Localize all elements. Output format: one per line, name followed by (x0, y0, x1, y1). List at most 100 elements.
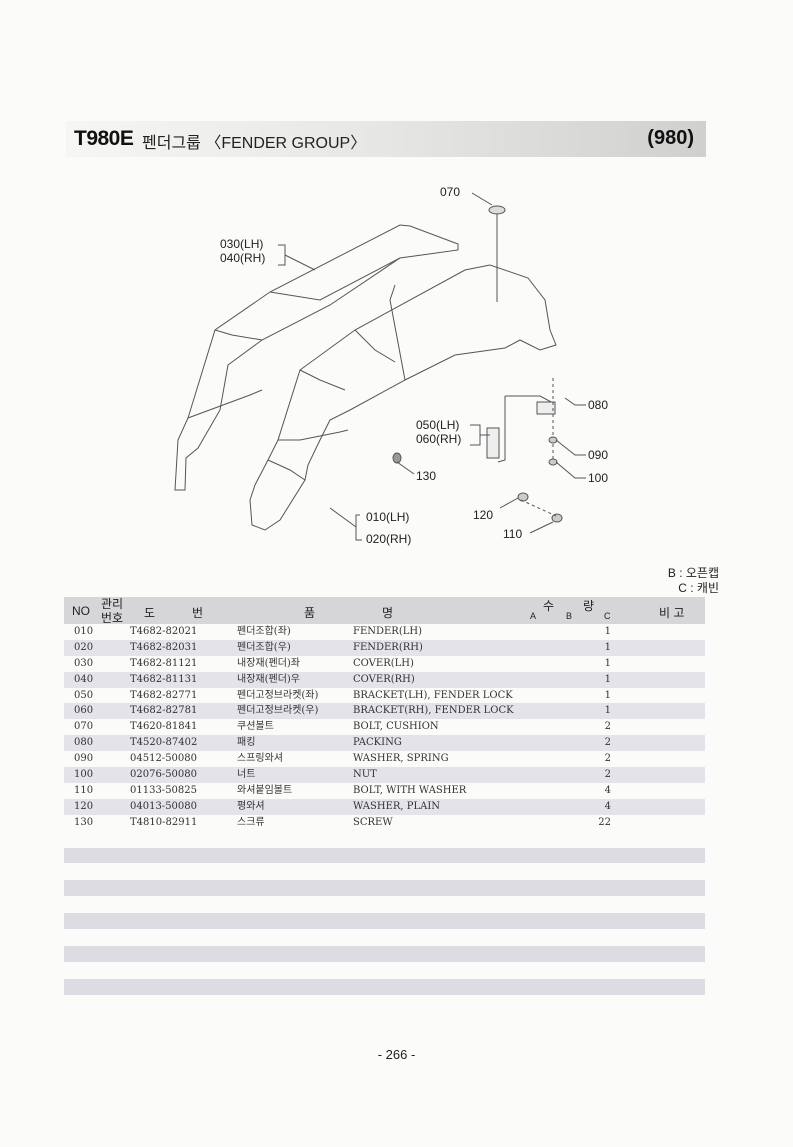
col-name-2: 명 (382, 606, 394, 620)
cell-korean-name: 너트 (237, 769, 256, 781)
cell-english-name: BOLT, CUSHION (353, 721, 439, 733)
cell-qty-c: 1 (604, 673, 611, 685)
cell-part-number: T4682-82021 (130, 626, 198, 637)
cell-qty-c: 4 (604, 800, 611, 812)
col-qty-1: 수 (543, 599, 555, 613)
empty-row (64, 946, 705, 963)
cell-korean-name: 펜더조합(우) (237, 641, 291, 653)
section-header: T980E 펜더그룹 〈FENDER GROUP〉 (980) (66, 121, 706, 157)
cell-english-name: FENDER(RH) (353, 641, 423, 653)
cell-korean-name: 펜더고정브라켓(우) (237, 705, 319, 717)
callout-130: 130 (416, 469, 436, 483)
col-qty-c: C (604, 611, 611, 621)
cell-korean-name: 펜더고정브라켓(좌) (237, 689, 319, 701)
table-row: 060 T4682-82781 펜더고정브라켓(우) BRACKET(RH), FEN… (64, 703, 705, 720)
cell-korean-name: 스프링와셔 (237, 753, 283, 765)
callout-010: 010(LH) (366, 510, 409, 524)
cell-no: 110 (74, 784, 94, 796)
cell-korean-name: 와셔붙임볼트 (237, 784, 293, 796)
cell-korean-name: 평와셔 (237, 800, 265, 812)
bracket-and-hardware (278, 192, 586, 541)
fender-lh-outline (174, 224, 459, 491)
cell-part-number: T4520-87402 (130, 737, 198, 749)
col-qty-2: 량 (583, 599, 595, 613)
cell-english-name: COVER(RH) (353, 673, 415, 685)
cell-no: 050 (74, 689, 94, 701)
cell-no: 010 (74, 626, 94, 637)
fender-rh-outline (249, 264, 557, 531)
cell-english-name: PACKING (353, 737, 402, 749)
cell-part-number: 02076-50080 (130, 769, 198, 781)
cell-no: 020 (74, 641, 94, 653)
cell-no: 060 (74, 705, 94, 717)
cell-no: 100 (74, 769, 94, 781)
col-dwg-1: 도 (144, 606, 156, 620)
cell-qty-c: 1 (604, 626, 611, 637)
cell-korean-name: 내장재(펜더)좌 (237, 657, 301, 669)
empty-row (64, 979, 705, 996)
table-header: NO 관리 번호 도 번 품 명 수 량 A B C 비 고 (64, 597, 705, 625)
col-no: NO (72, 604, 90, 618)
col-qty-a: A (530, 611, 537, 621)
cell-part-number: 04512-50080 (130, 753, 198, 765)
cell-english-name: NUT (353, 769, 377, 781)
group-code: (980) (647, 127, 694, 149)
callout-080: 080 (588, 398, 608, 412)
cell-korean-name: 스크류 (237, 816, 265, 828)
table-row: 100 02076-50080 너트 NUT 2 (64, 767, 705, 783)
callout-030: 030(LH) (220, 237, 263, 251)
cell-no: 030 (74, 657, 94, 669)
table-row: 030 T4682-81121 내장재(펜더)좌 COVER(LH) 1 (64, 656, 705, 672)
cell-part-number: T4682-82781 (130, 705, 198, 717)
cell-korean-name: 쿠션볼트 (237, 721, 274, 733)
callout-040: 040(RH) (220, 251, 265, 265)
col-dwg-2: 번 (192, 606, 204, 620)
cell-no: 080 (74, 737, 94, 749)
cell-part-number: T4682-81121 (130, 657, 198, 669)
cell-korean-name: 펜더조합(좌) (237, 626, 291, 637)
cell-english-name: BRACKET(RH), FENDER LOCK (353, 705, 514, 717)
legend-b: B : 오픈캡 (667, 566, 719, 580)
cell-qty-c: 2 (604, 737, 611, 749)
cell-qty-c: 2 (604, 753, 611, 765)
legend-c: C : 캐빈 (678, 581, 719, 595)
cell-english-name: COVER(LH) (353, 657, 414, 669)
callout-110: 110 (503, 527, 522, 541)
cell-qty-c: 1 (604, 641, 611, 653)
col-remark: 비 고 (659, 606, 685, 620)
col-name-1: 품 (304, 606, 316, 620)
col-qty-b: B (566, 611, 573, 621)
empty-row (64, 880, 705, 897)
callout-100: 100 (588, 471, 608, 485)
callout-090: 090 (588, 448, 608, 462)
cell-english-name: BOLT, WITH WASHER (353, 784, 467, 796)
table-row: 040 T4682-81131 내장재(펜더)우 COVER(RH) 1 (64, 671, 705, 688)
cell-part-number: 01133-50825 (130, 784, 198, 796)
cell-qty-c: 2 (604, 769, 611, 781)
cell-part-number: T4810-82911 (130, 816, 198, 828)
cell-part-number: T4682-82031 (130, 641, 198, 653)
cell-qty-c: 1 (604, 705, 611, 717)
cell-no: 040 (74, 673, 94, 685)
callout-020: 020(RH) (366, 532, 411, 546)
empty-row (64, 847, 705, 864)
cell-english-name: WASHER, PLAIN (353, 800, 441, 812)
callout-070: 070 (440, 185, 460, 199)
cell-part-number: 04013-50080 (130, 800, 198, 812)
cell-qty-c: 1 (604, 689, 611, 701)
cell-korean-name: 내장재(펜더)우 (237, 673, 301, 685)
col-mgmt-top: 관리 (101, 597, 124, 611)
cell-qty-c: 2 (604, 721, 611, 733)
cell-qty-c: 1 (604, 657, 611, 669)
cell-part-number: T4682-81131 (130, 673, 198, 685)
cell-no: 120 (74, 800, 94, 812)
